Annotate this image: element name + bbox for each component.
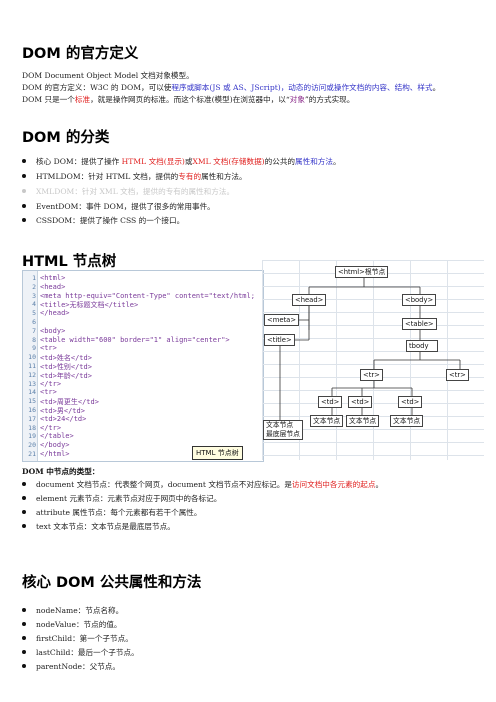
- bullet-icon: [22, 159, 26, 163]
- code-line: <td>年龄</td>: [40, 371, 92, 380]
- category-item: XMLDOM：针对 XML 文档，提供的专有的属性和方法。: [22, 186, 234, 197]
- bullet-icon: [22, 608, 26, 612]
- tree-node-head: <head>: [292, 294, 327, 306]
- code-line: <td>性别</td>: [40, 363, 92, 371]
- code-line: <td>姓名</td>: [40, 354, 92, 363]
- code-line-number: 5: [32, 309, 36, 318]
- section-title-categories: DOM 的分类: [22, 130, 110, 146]
- code-line-number: 14: [28, 388, 36, 397]
- code-line: <td>24</td>: [40, 414, 87, 423]
- property-item: nodeName：节点名称。: [22, 605, 123, 616]
- tree-node-text-2: 文本节点: [346, 415, 380, 427]
- property-item: lastChild：最后一个子节点。: [22, 647, 139, 658]
- section-title-node-tree: HTML 节点树: [22, 254, 117, 270]
- code-line-number: 4: [32, 300, 36, 309]
- code-line: <body>: [40, 326, 66, 335]
- bullet-icon: [22, 189, 26, 193]
- code-line: </tr>: [40, 423, 62, 432]
- tree-node-html: <html>根节点: [335, 266, 389, 278]
- code-line-number: 9: [32, 344, 36, 353]
- code-line: <title>无标题文档</title>: [40, 301, 139, 310]
- bullet-icon: [22, 496, 26, 500]
- code-line-number: 11: [28, 362, 36, 370]
- tree-node-td-2: <td>: [348, 396, 373, 408]
- code-line: <meta http-equiv="Content-Type" content=…: [40, 291, 255, 300]
- bullet-icon: [22, 636, 26, 640]
- code-line-number: 3: [32, 291, 36, 300]
- tree-node-table: <table>: [402, 318, 437, 330]
- code-line-number: 7: [32, 326, 36, 335]
- tree-node-text-3: 文本节点: [390, 415, 424, 427]
- code-line: <td>周更生</td>: [40, 398, 99, 407]
- code-line: </body>: [40, 441, 70, 450]
- code-line: <table width="600" border="1" align="cen…: [40, 335, 230, 344]
- bullet-icon: [22, 204, 26, 208]
- tree-node-tr-1: <tr>: [360, 369, 383, 381]
- code-line-number: 18: [28, 423, 36, 432]
- code-line: </html>: [40, 450, 70, 458]
- code-editor-screenshot: 1 <html> 2 <head> 3 <meta http-equiv="Content…: [22, 270, 264, 462]
- tree-node-tr-2: <tr>: [446, 369, 469, 381]
- code-line: <html>: [40, 274, 66, 282]
- tree-node-tbody: tbody: [406, 340, 438, 352]
- definition-line-1: DOM Document Object Model 文档对象模型。: [22, 71, 194, 80]
- section-title-core-dom: 核心 DOM 公共属性和方法: [22, 575, 202, 591]
- property-item: nodeValue：节点的值。: [22, 619, 122, 630]
- code-line: </tr>: [40, 379, 62, 388]
- code-line: </table>: [40, 432, 74, 441]
- code-line: <tr>: [40, 388, 57, 397]
- bullet-icon: [22, 664, 26, 668]
- code-line: <td>男</td>: [40, 407, 85, 415]
- tree-node-td-1: <td>: [318, 396, 343, 408]
- tree-node-title: <title>: [264, 334, 295, 346]
- category-item: 核心 DOM：提供了操作 HTML 文档(显示)或XML 文档(存储数据)的公共…: [22, 156, 341, 167]
- code-line-number: 15: [28, 397, 36, 406]
- section-title-definition: DOM 的官方定义: [22, 46, 139, 62]
- category-item: EventDOM：事件 DOM，提供了很多的常用事件。: [22, 201, 215, 212]
- code-line: <head>: [40, 282, 66, 291]
- code-line-number: 12: [28, 370, 36, 379]
- bullet-icon: [22, 174, 26, 178]
- definition-line-2: DOM 的官方定义：W3C 的 DOM，可以使程序或脚本(JS 或 AS、JSc…: [22, 83, 441, 92]
- tree-node-text-leaf: 文本节点 最底层节点: [263, 420, 303, 440]
- code-line-number: 21: [28, 450, 36, 458]
- code-line-number: 16: [28, 406, 36, 414]
- code-line: <tr>: [40, 344, 57, 353]
- category-item: HTMLDOM：针对 HTML 文档，提供的专有的属性和方法。: [22, 171, 247, 182]
- definition-line-3: DOM 只是一个标准，就是操作网页的标准。而这个标准(模型)在浏览器中，以“对象…: [22, 95, 355, 104]
- tree-node-text-1: 文本节点: [310, 415, 344, 427]
- html-node-tree-label: HTML 节点树: [192, 446, 243, 460]
- bullet-icon: [22, 524, 26, 528]
- code-line-number: 10: [28, 353, 36, 362]
- tree-node-body: <body>: [402, 294, 437, 306]
- tree-node-meta: <meta>: [264, 314, 300, 326]
- property-item: firstChild：第一个子节点。: [22, 633, 133, 644]
- code-line-number: 13: [28, 379, 36, 388]
- node-type-item: element 元素节点：元素节点对应于网页中的各标记。: [22, 493, 221, 504]
- tree-node-td-3: <td>: [398, 396, 423, 408]
- bullet-icon: [22, 482, 26, 486]
- node-type-item: text 文本节点：文本节点是最底层节点。: [22, 521, 175, 532]
- bullet-icon: [22, 510, 26, 514]
- code-line-number: 2: [32, 282, 36, 291]
- code-line-number: 6: [32, 318, 36, 326]
- node-type-item: attribute 属性节点：每个元素都有若干个属性。: [22, 507, 202, 518]
- code-line-number: 8: [32, 335, 36, 344]
- code-line-number: 17: [28, 414, 36, 423]
- line-number-gutter: [23, 271, 38, 461]
- node-tree-diagram: <html>根节点 <head> <body> <meta> <title> <…: [262, 260, 484, 460]
- property-item: parentNode：父节点。: [22, 661, 120, 672]
- code-line-number: 1: [32, 274, 36, 282]
- code-line-number: 20: [28, 441, 36, 450]
- category-item: CSSDOM：提供了操作 CSS 的一个接口。: [22, 215, 184, 226]
- bullet-icon: [22, 650, 26, 654]
- code-line-number: 19: [28, 432, 36, 441]
- node-types-heading: DOM 中节点的类型：: [22, 467, 100, 476]
- bullet-icon: [22, 622, 26, 626]
- code-line: </head>: [40, 309, 70, 318]
- node-type-item: document 文档节点：代表整个网页，document 文档节点不对应标记。…: [22, 479, 383, 490]
- bullet-icon: [22, 218, 26, 222]
